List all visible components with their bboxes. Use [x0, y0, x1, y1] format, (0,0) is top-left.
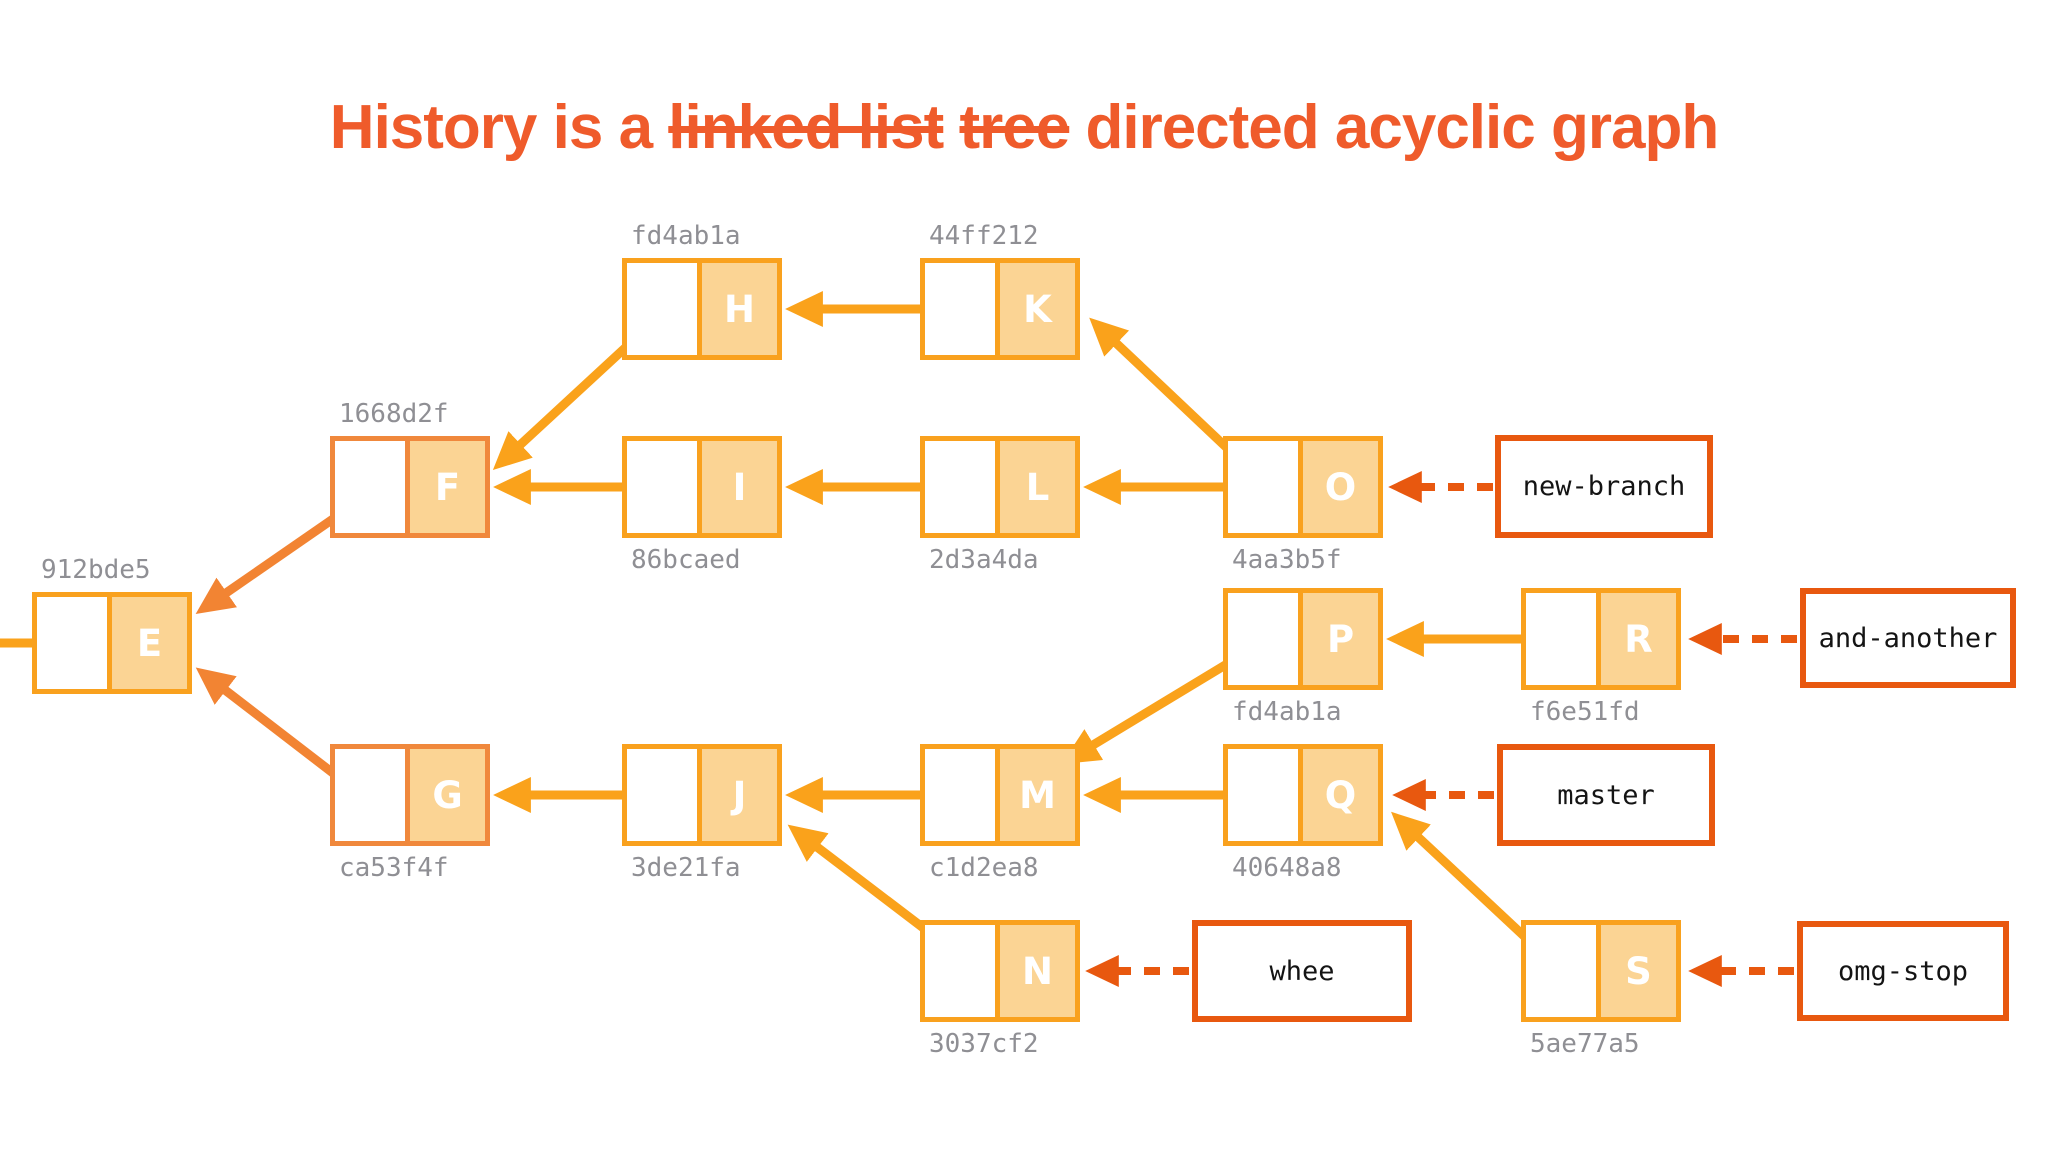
- commit-letter: R: [1624, 617, 1653, 661]
- commit-node-H: H fd4ab1a: [622, 221, 782, 360]
- commit-node-M: M c1d2ea8: [920, 744, 1080, 883]
- commit-cell: I: [702, 441, 777, 533]
- parent-pointer-cell: [925, 749, 1000, 841]
- branch-label-whee: whee: [1192, 920, 1412, 1022]
- commit-cell: Q: [1303, 749, 1378, 841]
- parent-pointer-cell: [627, 749, 702, 841]
- commit-cell: J: [702, 749, 777, 841]
- parent-pointer-cell: [1228, 593, 1303, 685]
- commit-letter: L: [1025, 465, 1050, 509]
- branch-name: master: [1557, 779, 1655, 811]
- commit-hash: 4aa3b5f: [1232, 545, 1342, 575]
- commit-letter: H: [724, 287, 755, 331]
- parent-pointer-cell: [1228, 441, 1303, 533]
- commit-node-K: K 44ff212: [920, 221, 1080, 360]
- commit-hash: f6e51fd: [1530, 697, 1640, 727]
- parent-pointer-cell: [1526, 593, 1601, 685]
- commit-hash: 44ff212: [929, 221, 1039, 251]
- title-struck-tree: tree: [959, 93, 1070, 162]
- commit-hash: 1668d2f: [339, 399, 449, 429]
- branch-label-new-branch: new-branch: [1495, 435, 1713, 538]
- commit-cell: O: [1303, 441, 1378, 533]
- commit-cell: H: [702, 263, 777, 355]
- commit-letter: I: [732, 465, 747, 509]
- commit-letter: J: [732, 773, 747, 817]
- commit-cell: P: [1303, 593, 1378, 685]
- commit-node-J: J 3de21fa: [622, 744, 782, 883]
- branch-name: whee: [1269, 955, 1335, 987]
- commit-node-E: E 912bde5: [32, 555, 192, 694]
- commit-hash: 2d3a4da: [929, 545, 1039, 575]
- commit-letter: E: [136, 621, 163, 665]
- page-title: History is a linked list tree directed a…: [0, 92, 2048, 163]
- commit-node-S: S 5ae77a5: [1521, 920, 1681, 1059]
- commit-cell: N: [1000, 925, 1075, 1017]
- commit-letter: K: [1023, 287, 1052, 331]
- title-struck-linked-list: linked list: [668, 93, 944, 162]
- commit-hash: fd4ab1a: [1232, 697, 1342, 727]
- parent-pointer-cell: [1526, 925, 1601, 1017]
- commit-cell: M: [1000, 749, 1075, 841]
- commit-letter: G: [432, 773, 463, 817]
- commit-hash: 5ae77a5: [1530, 1029, 1640, 1059]
- commit-hash: 86bcaed: [631, 545, 741, 575]
- parent-pointer-cell: [37, 597, 112, 689]
- title-suffix: directed acyclic graph: [1085, 93, 1719, 162]
- parent-pointer-cell: [925, 925, 1000, 1017]
- commit-hash: 912bde5: [41, 555, 151, 585]
- commit-node-Q: Q 40648a8: [1223, 744, 1383, 883]
- commit-letter: N: [1022, 949, 1053, 993]
- commit-hash: ca53f4f: [339, 853, 449, 883]
- commit-node-L: L 2d3a4da: [920, 436, 1080, 575]
- parent-pointer-cell: [335, 441, 410, 533]
- commit-cell: S: [1601, 925, 1676, 1017]
- commit-hash: c1d2ea8: [929, 853, 1039, 883]
- commit-node-I: I 86bcaed: [622, 436, 782, 575]
- commit-hash: 3de21fa: [631, 853, 741, 883]
- commit-cell: E: [112, 597, 187, 689]
- parent-pointer-cell: [627, 263, 702, 355]
- commit-hash: 3037cf2: [929, 1029, 1039, 1059]
- commit-letter: F: [434, 465, 461, 509]
- title-prefix: History is a: [329, 93, 653, 162]
- commit-cell: R: [1601, 593, 1676, 685]
- commit-cell: L: [1000, 441, 1075, 533]
- parent-pointer-cell: [335, 749, 410, 841]
- branch-name: new-branch: [1522, 471, 1686, 502]
- commit-letter: P: [1326, 617, 1355, 661]
- commit-cell: K: [1000, 263, 1075, 355]
- parent-pointer-cell: [925, 441, 1000, 533]
- commit-hash: fd4ab1a: [631, 221, 741, 251]
- commit-node-R: R f6e51fd: [1521, 588, 1681, 727]
- commit-cell: F: [410, 441, 485, 533]
- branch-label-master: master: [1497, 744, 1715, 846]
- commit-cell: G: [410, 749, 485, 841]
- commit-node-F: F 1668d2f: [330, 399, 490, 538]
- parent-pointer-cell: [1228, 749, 1303, 841]
- parent-pointer-cell: [627, 441, 702, 533]
- commit-letter: M: [1019, 773, 1056, 817]
- commit-letter: Q: [1324, 773, 1357, 817]
- branch-label-and-another: and-another: [1800, 588, 2016, 688]
- commit-node-P: P fd4ab1a: [1223, 588, 1383, 727]
- commit-node-O: O 4aa3b5f: [1223, 436, 1383, 575]
- commit-hash: 40648a8: [1232, 853, 1342, 883]
- commit-letter: S: [1625, 949, 1652, 993]
- commit-node-G: G ca53f4f: [330, 744, 490, 883]
- branch-name: and-another: [1818, 622, 1998, 654]
- branch-name: omg-stop: [1837, 955, 1969, 987]
- parent-pointer-cell: [925, 263, 1000, 355]
- branch-label-omg-stop: omg-stop: [1797, 921, 2009, 1021]
- commit-letter: O: [1324, 465, 1357, 509]
- commit-node-N: N 3037cf2: [920, 920, 1080, 1059]
